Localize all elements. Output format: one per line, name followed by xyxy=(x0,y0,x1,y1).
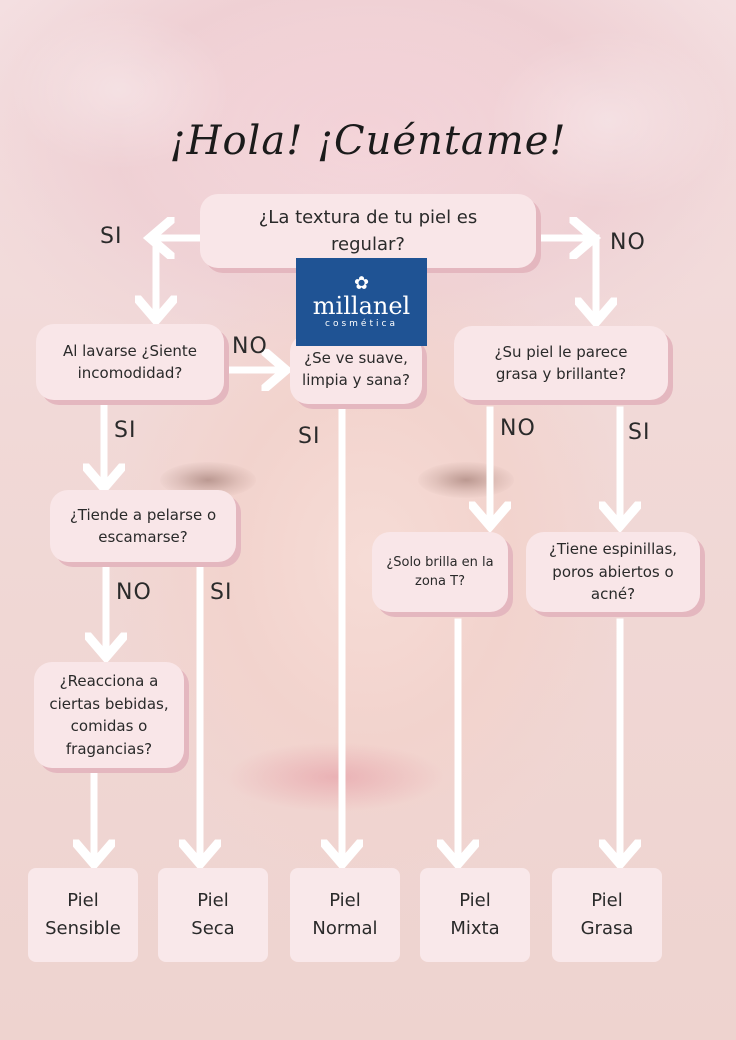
question-peel: ¿Tiende a pelarse o escamarse? xyxy=(50,490,236,562)
millanel-logo: ✿ millanel cosmética xyxy=(296,258,427,346)
question-tzone: ¿Solo brilla en la zona T? xyxy=(372,532,508,612)
question-smooth-text: ¿Se ve suave, limpia y sana? xyxy=(302,348,410,390)
label-smooth-si: SI xyxy=(298,424,321,449)
label-peel-no: NO xyxy=(116,580,152,605)
question-texture: ¿La textura de tu piel es regular? xyxy=(200,194,536,268)
question-peel-text: ¿Tiende a pelarse o escamarse? xyxy=(69,505,217,547)
question-react-text: ¿Reacciona a ciertas bebidas, comidas o … xyxy=(49,672,169,758)
label-texture-si: SI xyxy=(100,224,123,249)
question-discomfort: Al lavarse ¿Siente incomodidad? xyxy=(36,324,224,400)
label-oily-no: NO xyxy=(500,416,536,441)
question-texture-text: ¿La textura de tu piel es regular? xyxy=(258,207,478,255)
result-grasa: Piel Grasa xyxy=(552,868,662,962)
lips-image xyxy=(225,742,445,812)
logo-brand: millanel xyxy=(312,291,411,320)
result-seca: Piel Seca xyxy=(158,868,268,962)
logo-subtitle: cosmética xyxy=(325,319,398,330)
result-normal-text: Piel Normal xyxy=(312,890,378,939)
question-oily: ¿Su piel le parece grasa y brillante? xyxy=(454,326,668,400)
question-acne: ¿Tiene espinillas, poros abiertos o acné… xyxy=(526,532,700,612)
result-sensible: Piel Sensible xyxy=(28,868,138,962)
right-eye-image xyxy=(418,462,514,498)
label-oily-si: SI xyxy=(628,420,651,445)
label-peel-si: SI xyxy=(210,580,233,605)
question-react: ¿Reacciona a ciertas bebidas, comidas o … xyxy=(34,662,184,768)
question-tzone-text: ¿Solo brilla en la zona T? xyxy=(386,554,494,590)
question-oily-text: ¿Su piel le parece grasa y brillante? xyxy=(494,342,628,384)
question-discomfort-text: Al lavarse ¿Siente incomodidad? xyxy=(62,341,198,383)
flower-icon: ✿ xyxy=(353,272,370,294)
question-acne-text: ¿Tiene espinillas, poros abiertos o acné… xyxy=(548,540,678,604)
label-discomfort-si: SI xyxy=(114,418,137,443)
result-mixta-text: Piel Mixta xyxy=(450,890,500,939)
result-seca-text: Piel Seca xyxy=(191,890,235,939)
result-grasa-text: Piel Grasa xyxy=(580,890,634,939)
result-sensible-text: Piel Sensible xyxy=(45,890,121,939)
result-normal: Piel Normal xyxy=(290,868,400,962)
page-title: ¡Hola! ¡Cuéntame! xyxy=(169,118,567,164)
label-discomfort-no: NO xyxy=(232,334,268,359)
label-texture-no: NO xyxy=(610,230,646,255)
result-mixta: Piel Mixta xyxy=(420,868,530,962)
